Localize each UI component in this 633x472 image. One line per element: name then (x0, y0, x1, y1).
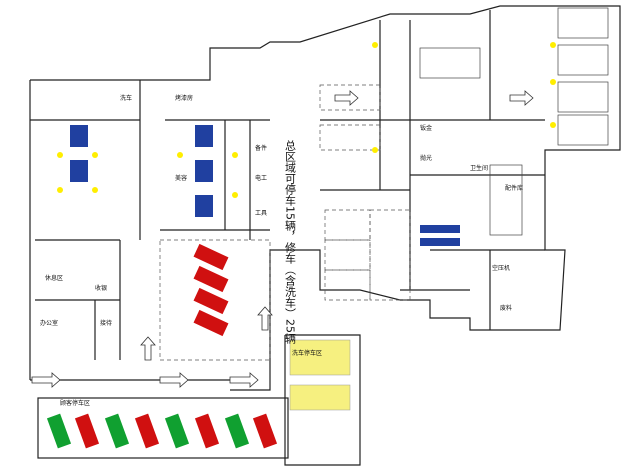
outer-walls (29, 5, 621, 466)
wash-grid (289, 339, 351, 411)
paint-room-label: 烤漆房 (175, 94, 193, 102)
storage-racks (419, 7, 609, 236)
interior-walls (30, 10, 545, 360)
beauty-label: 美容 (175, 174, 187, 182)
cashier-label: 收银 (95, 284, 107, 292)
lifts (70, 125, 460, 246)
tool-label: 工具 (255, 210, 267, 217)
polish-label: 抛光 (420, 154, 432, 162)
wash-label: 洗车 (120, 94, 132, 102)
big-heading: 总区域可停车15辆，修车（含洗车）25辆 (284, 139, 297, 345)
parts-storage-label: 配件库 (505, 184, 523, 192)
lounge-label: 休息区 (45, 274, 63, 282)
electric-label: 电工 (255, 174, 267, 182)
air-compressor-label: 空压机 (492, 264, 510, 272)
reception-label: 接待 (100, 319, 112, 327)
parking-stalls (159, 84, 411, 361)
spare-parts-label: 备件 (255, 144, 267, 152)
sheet-metal-label: 钣金 (420, 124, 432, 132)
direction-arrows (31, 90, 534, 388)
yellow-markers (57, 42, 556, 198)
waste-label: 废料 (500, 304, 512, 312)
parked-cars (46, 243, 278, 449)
customer-parking-label: 顾客停车区 (60, 399, 90, 407)
wash-parking-label: 洗车停车区 (292, 349, 322, 357)
boss-office-label: 办公室 (40, 319, 58, 327)
toilet-label: 卫生间 (470, 164, 488, 172)
